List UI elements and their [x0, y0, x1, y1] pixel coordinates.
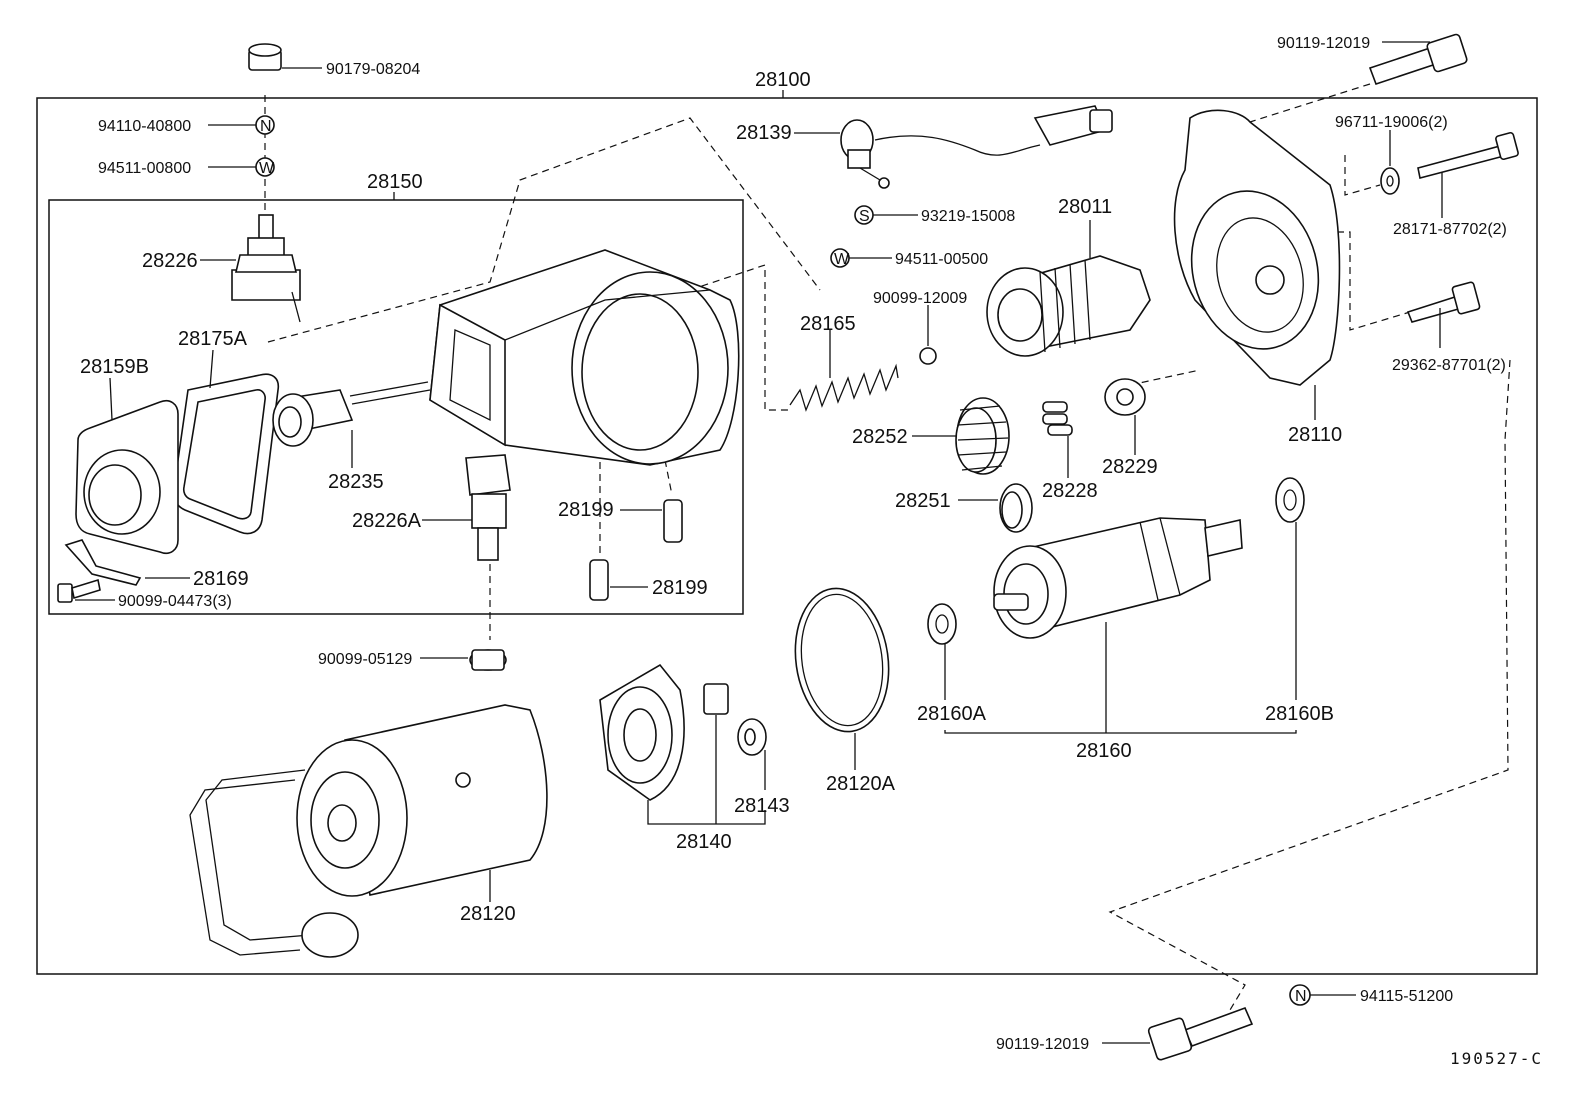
gear-28252-drawing [955, 397, 1010, 475]
terminal-28226-drawing [231, 214, 301, 323]
label-28160: 28160 [1076, 740, 1132, 762]
label-28175A: 28175A [178, 328, 248, 350]
bearing-28160A-drawing [927, 603, 957, 645]
label-28199-upper: 28199 [558, 499, 614, 521]
gasket-28175A-drawing [172, 373, 280, 535]
yoke-28120-drawing [189, 704, 548, 958]
label-90099-12009: 90099-12009 [873, 290, 967, 307]
dash-line-solenoid [267, 117, 821, 343]
label-90119-12019-top: 90119-12019 [1277, 35, 1370, 52]
label-29362-87701: 29362-87701(2) [1392, 357, 1506, 374]
label-28143: 28143 [734, 795, 790, 817]
screw-90099-04473-drawing [57, 578, 101, 603]
label-28226: 28226 [142, 250, 198, 272]
label-94110-40800: 94110-40800 [98, 118, 191, 135]
assembly-frame [36, 97, 1538, 975]
label-93219-15008: 93219-15008 [921, 208, 1015, 225]
label-28226A: 28226A [352, 510, 422, 532]
pin-28199-lower-drawing [589, 559, 609, 601]
o-ring-28120A-drawing [794, 587, 890, 733]
pin-28199-upper-drawing [663, 499, 683, 543]
bolt-28171-87702-drawing [1417, 131, 1519, 179]
bolt-90119-12019-bottom-drawing [1147, 1006, 1254, 1061]
label-28160B: 28160B [1265, 703, 1334, 725]
brush-spring-28143-drawing [737, 718, 767, 756]
label-28139: 28139 [736, 122, 792, 144]
dash-line-gear [1129, 369, 1201, 386]
retainer-28229-drawing [1104, 378, 1146, 416]
label-28159B: 28159B [80, 356, 149, 378]
label-28160A: 28160A [917, 703, 987, 725]
bolt-90119-12019-top-drawing [1368, 33, 1468, 86]
brush-holder-28140-drawing [599, 663, 729, 801]
washer-symbol-2-letter: W [834, 251, 850, 268]
solenoid-housing-drawing [429, 249, 740, 466]
plunger-28235-drawing [272, 381, 431, 447]
label-90179-08204: 90179-08204 [326, 61, 420, 78]
dash-line-bottom-bolt [1108, 359, 1511, 1011]
spring-washer-symbol-letter: S [859, 208, 870, 225]
bracket-28169-drawing [64, 539, 142, 586]
nut-symbol-2-letter: N [1295, 988, 1307, 1005]
label-28229: 28229 [1102, 456, 1158, 478]
label-94511-00500: 94511-00500 [895, 251, 988, 268]
label-28140: 28140 [676, 831, 732, 853]
label-28199-lower: 28199 [652, 577, 708, 599]
label-28171-87702: 28171-87702(2) [1393, 221, 1507, 238]
bolt-29362-87701-drawing [1406, 281, 1481, 323]
ball-90099-12009-drawing [919, 347, 937, 365]
bracket-28160 [944, 622, 1297, 734]
dash-line-spring [689, 264, 790, 411]
label-28228: 28228 [1042, 480, 1098, 502]
dash-line-28199-b [664, 459, 673, 496]
washer-symbol-letter: W [259, 160, 275, 177]
cap-90099-05129-drawing [469, 649, 507, 671]
sensor-28226A-drawing [465, 454, 511, 561]
nut-symbol-letter: N [260, 118, 272, 135]
label-28235: 28235 [328, 471, 384, 493]
cover-28159B-drawing [75, 399, 179, 555]
lead-wire-28139-drawing [840, 105, 1113, 189]
reference-code: 190527-C [1450, 1049, 1543, 1068]
dash-line-top-bolt [1249, 83, 1371, 123]
label-28165: 28165 [800, 313, 856, 335]
label-28120: 28120 [460, 903, 516, 925]
label-94511-00800: 94511-00800 [98, 160, 191, 177]
bracket-28140 [647, 715, 766, 825]
clutch-28011-drawing [986, 255, 1151, 357]
dash-line-bracket [1344, 155, 1381, 196]
label-28011: 28011 [1058, 196, 1112, 218]
cap-nut-drawing [248, 43, 282, 71]
label-28150: 28150 [367, 171, 423, 193]
bearing-28160B-drawing [1275, 477, 1305, 523]
label-90099-04473: 90099-04473(3) [118, 593, 232, 610]
spring-28165-drawing [789, 363, 899, 412]
label-28100: 28100 [755, 69, 811, 91]
housing-28110-drawing [1173, 109, 1341, 386]
label-28110: 28110 [1288, 424, 1342, 446]
washer-96711-19006-drawing [1380, 167, 1400, 195]
label-94115-51200: 94115-51200 [1360, 988, 1453, 1005]
label-28252: 28252 [852, 426, 908, 448]
label-28169: 28169 [193, 568, 249, 590]
rollers-28228-drawing [1042, 401, 1073, 436]
label-90119-12019-bottom: 90119-12019 [996, 1036, 1089, 1053]
label-28251: 28251 [895, 490, 951, 512]
solenoid-group-frame [48, 199, 744, 615]
gear-28251-drawing [999, 483, 1033, 533]
label-28120A: 28120A [826, 773, 896, 795]
label-90099-05129: 90099-05129 [318, 651, 412, 668]
label-96711-19006: 96711-19006(2) [1335, 114, 1448, 131]
armature-28160-drawing [993, 517, 1243, 639]
